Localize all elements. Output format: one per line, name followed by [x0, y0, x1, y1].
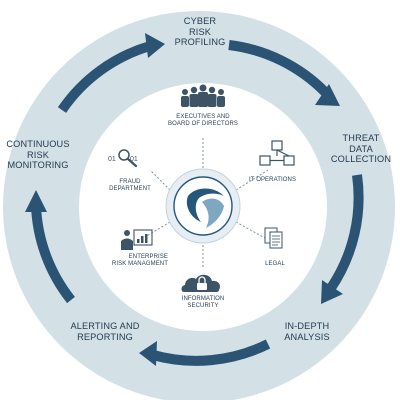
arrowhead-3 [139, 341, 157, 366]
connectors [144, 138, 269, 268]
cycle-arrowheads [25, 33, 343, 366]
arrow-reporting-to-monitoring [31, 205, 75, 304]
label-legal: LEGAL [265, 261, 285, 267]
people-group-icon [181, 84, 225, 107]
documents-icon [264, 227, 283, 249]
central-logo [165, 168, 241, 244]
connector-legal [235, 221, 266, 239]
network-flow-icon [259, 140, 295, 166]
logo-shield-dark [186, 188, 224, 222]
arrow-profiling-to-collection [228, 40, 329, 96]
presenter-chart-icon [121, 229, 153, 250]
connector-fraud [149, 169, 171, 191]
stage-continuous-risk-monitoring: CONTINUOUS RISK MONITORING [6, 139, 70, 171]
logo-shield-light [202, 198, 224, 228]
connector-erm [144, 221, 171, 238]
stage-in-depth-analysis: IN-DEPTH ANALYSIS [284, 321, 330, 342]
arrow-collection-to-analysis [326, 174, 364, 291]
stage-alerting-and-reporting: ALERTING AND REPORTING [70, 321, 140, 342]
arrowhead-1 [315, 84, 340, 106]
arrowhead-5 [145, 33, 165, 58]
arrowhead-4 [25, 190, 47, 212]
label-enterprise-risk-management: ENTERPRISE RISK MANAGMENT [111, 254, 168, 268]
cloud-lock-icon [181, 274, 221, 292]
fraud-icon-text-left: 01 [108, 156, 116, 163]
label-fraud-department: FRAUD DEPARTMENT [109, 179, 151, 193]
cycle-arrows [31, 40, 364, 366]
arrow-analysis-to-reporting [151, 339, 271, 366]
label-executives-board: EXECUTIVES AND BOARD OF DIRECTORS [167, 114, 239, 128]
label-it-operations: IT OPERATIONS [249, 177, 297, 183]
label-information-security: INFORMATION SECURITY [181, 296, 225, 310]
arrowhead-2 [321, 280, 343, 304]
fraud-icon-text-right: 01 [130, 156, 138, 163]
stage-threat-data-collection: THREAT DATA COLLECTION [330, 133, 392, 165]
binary-magnifier-icon: 01 01 [108, 149, 138, 168]
arrow-monitoring-to-profiling [57, 41, 152, 113]
stage-cyber-risk-profiling: CYBER RISK PROFILING [174, 16, 226, 48]
